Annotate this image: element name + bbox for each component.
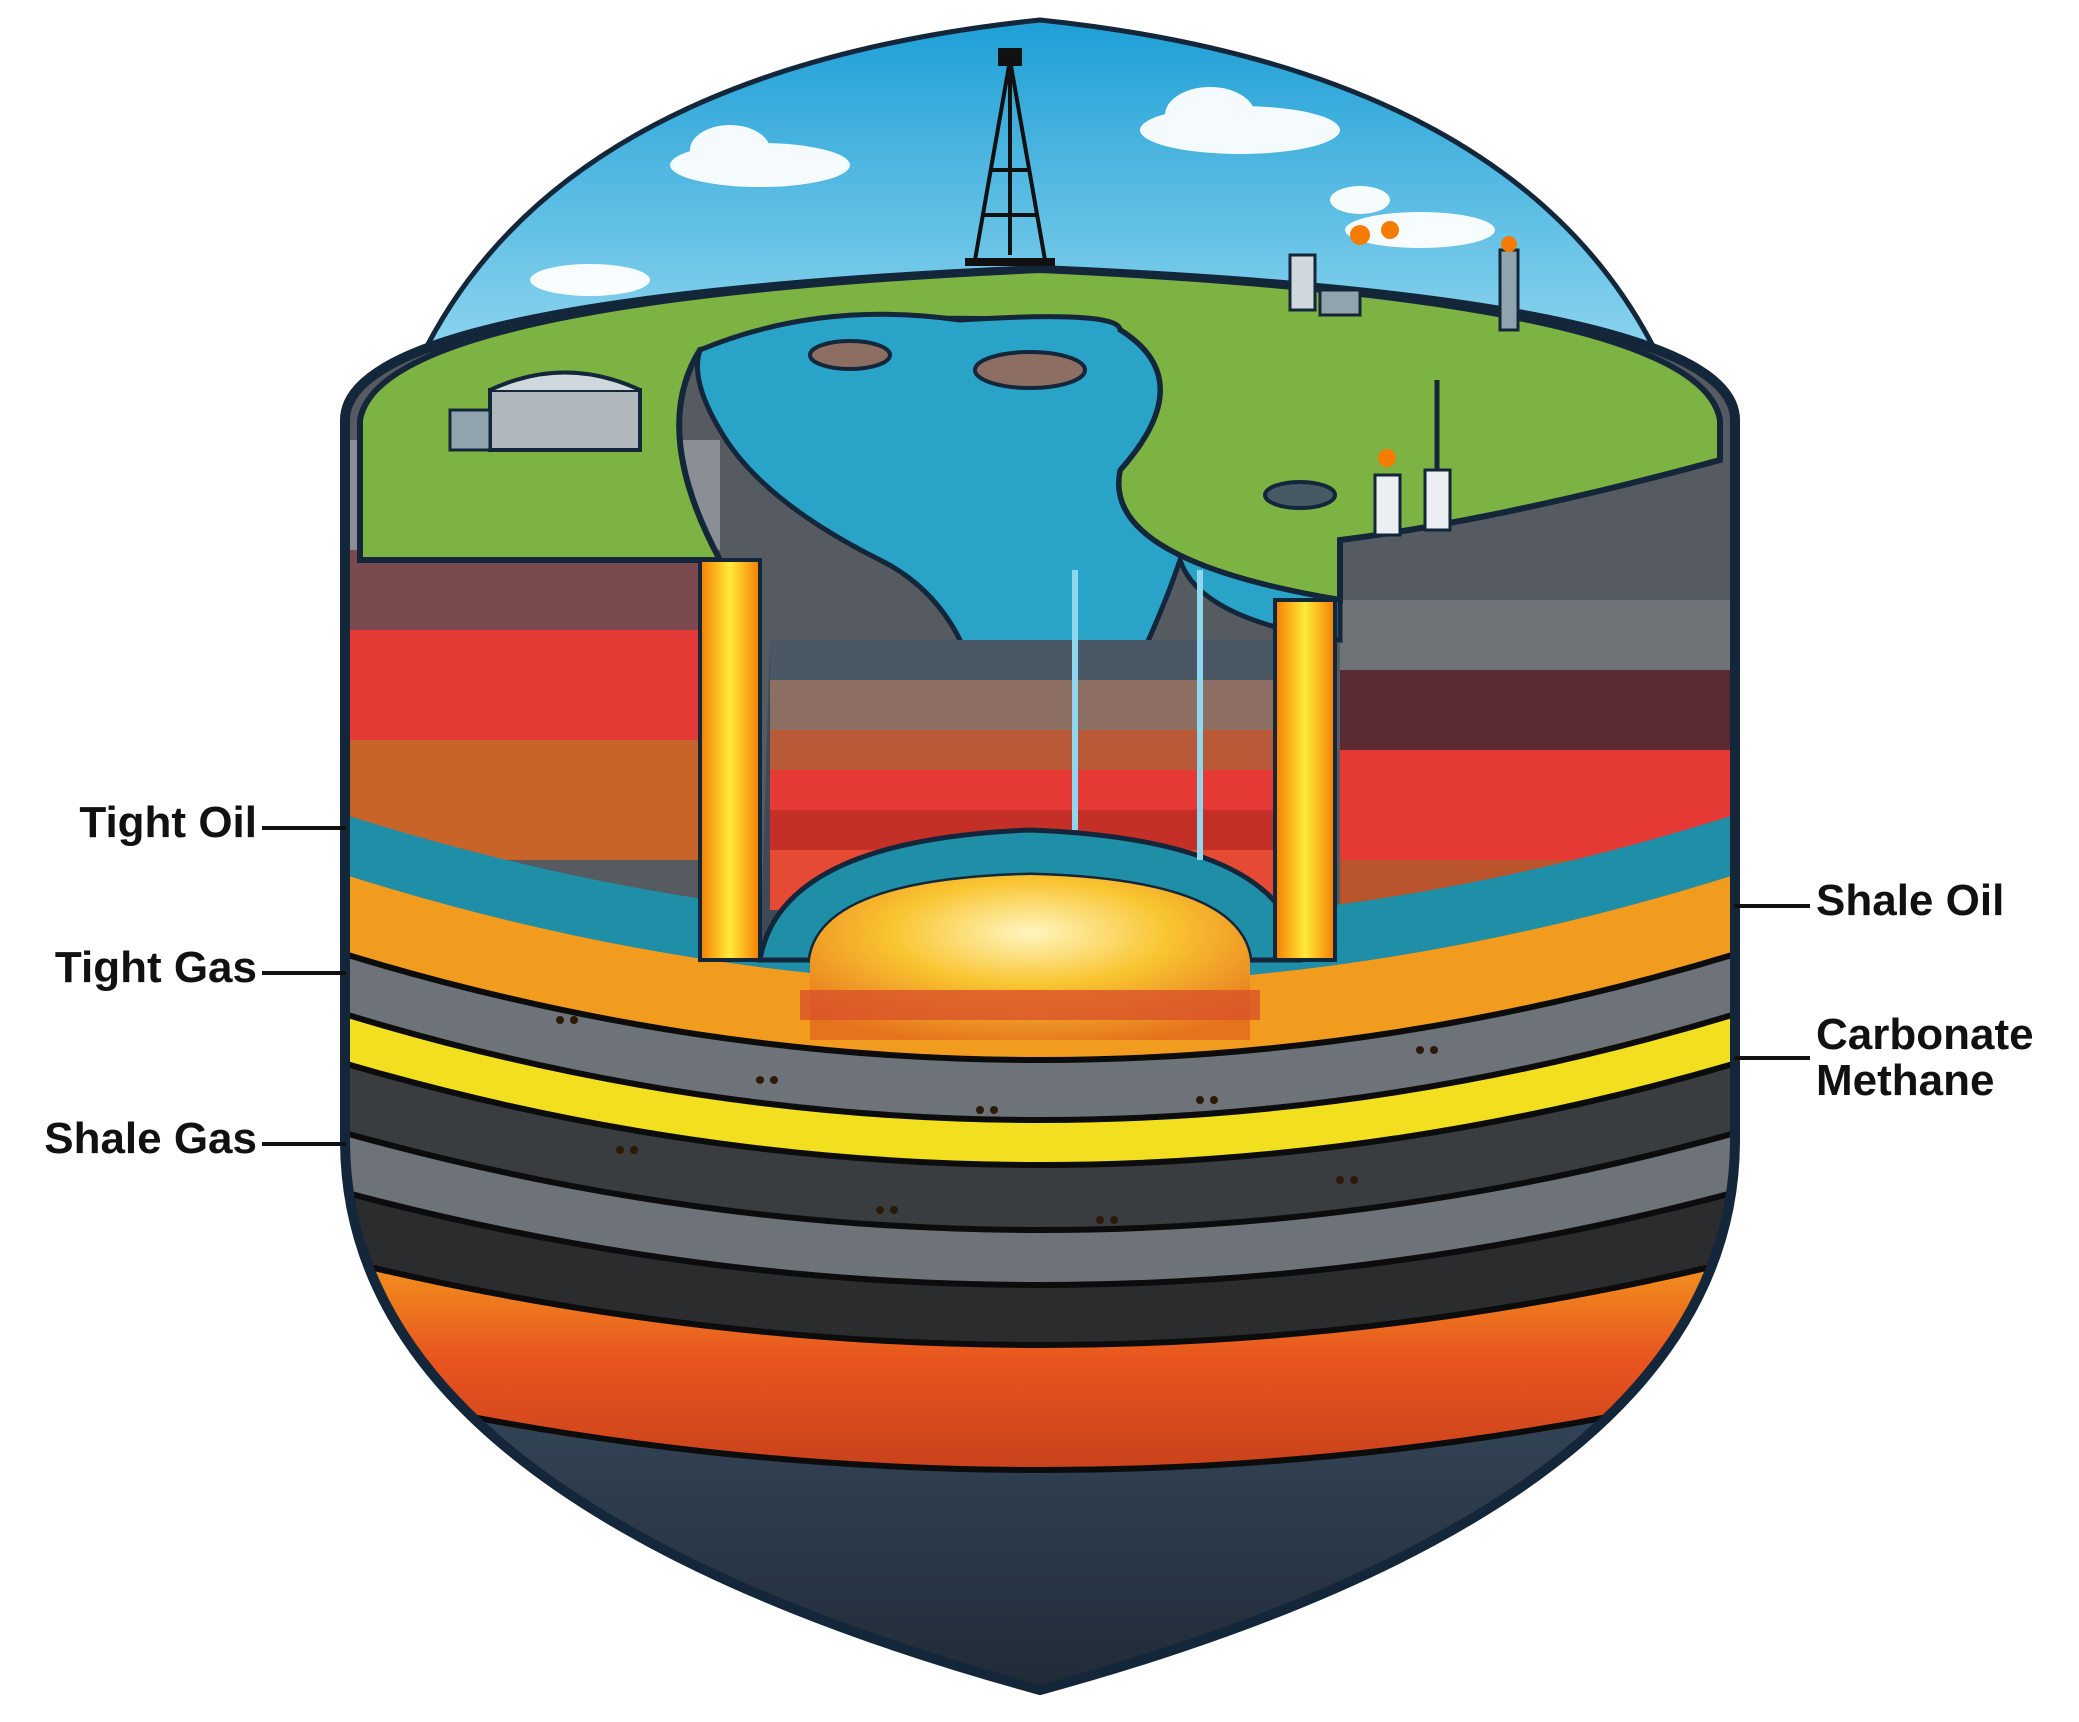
label-methane-line: Methane xyxy=(1816,1056,1995,1106)
callout-leaders xyxy=(262,826,1810,1146)
refinery-icon xyxy=(1288,221,1520,332)
label-tight-gas: Tight Gas xyxy=(54,943,257,992)
clouds xyxy=(530,87,1495,296)
pump-platform-icon xyxy=(1373,380,1452,537)
label-carbonate-methane: Carbonate Methane xyxy=(1816,1010,2034,1106)
sky-dome xyxy=(416,17,1664,363)
label-shale-gas: Shale Gas xyxy=(44,1114,257,1163)
oil-derrick-icon xyxy=(965,48,1055,266)
label-shale-oil: Shale Oil xyxy=(1816,876,2005,925)
label-carbonate-line: Carbonate xyxy=(1816,1010,2034,1059)
label-tight-oil: Tight Oil xyxy=(79,798,257,847)
storage-facility-icon xyxy=(448,370,642,452)
dot-markings xyxy=(556,1016,1438,1224)
cutaway-cavity xyxy=(698,558,1337,1040)
